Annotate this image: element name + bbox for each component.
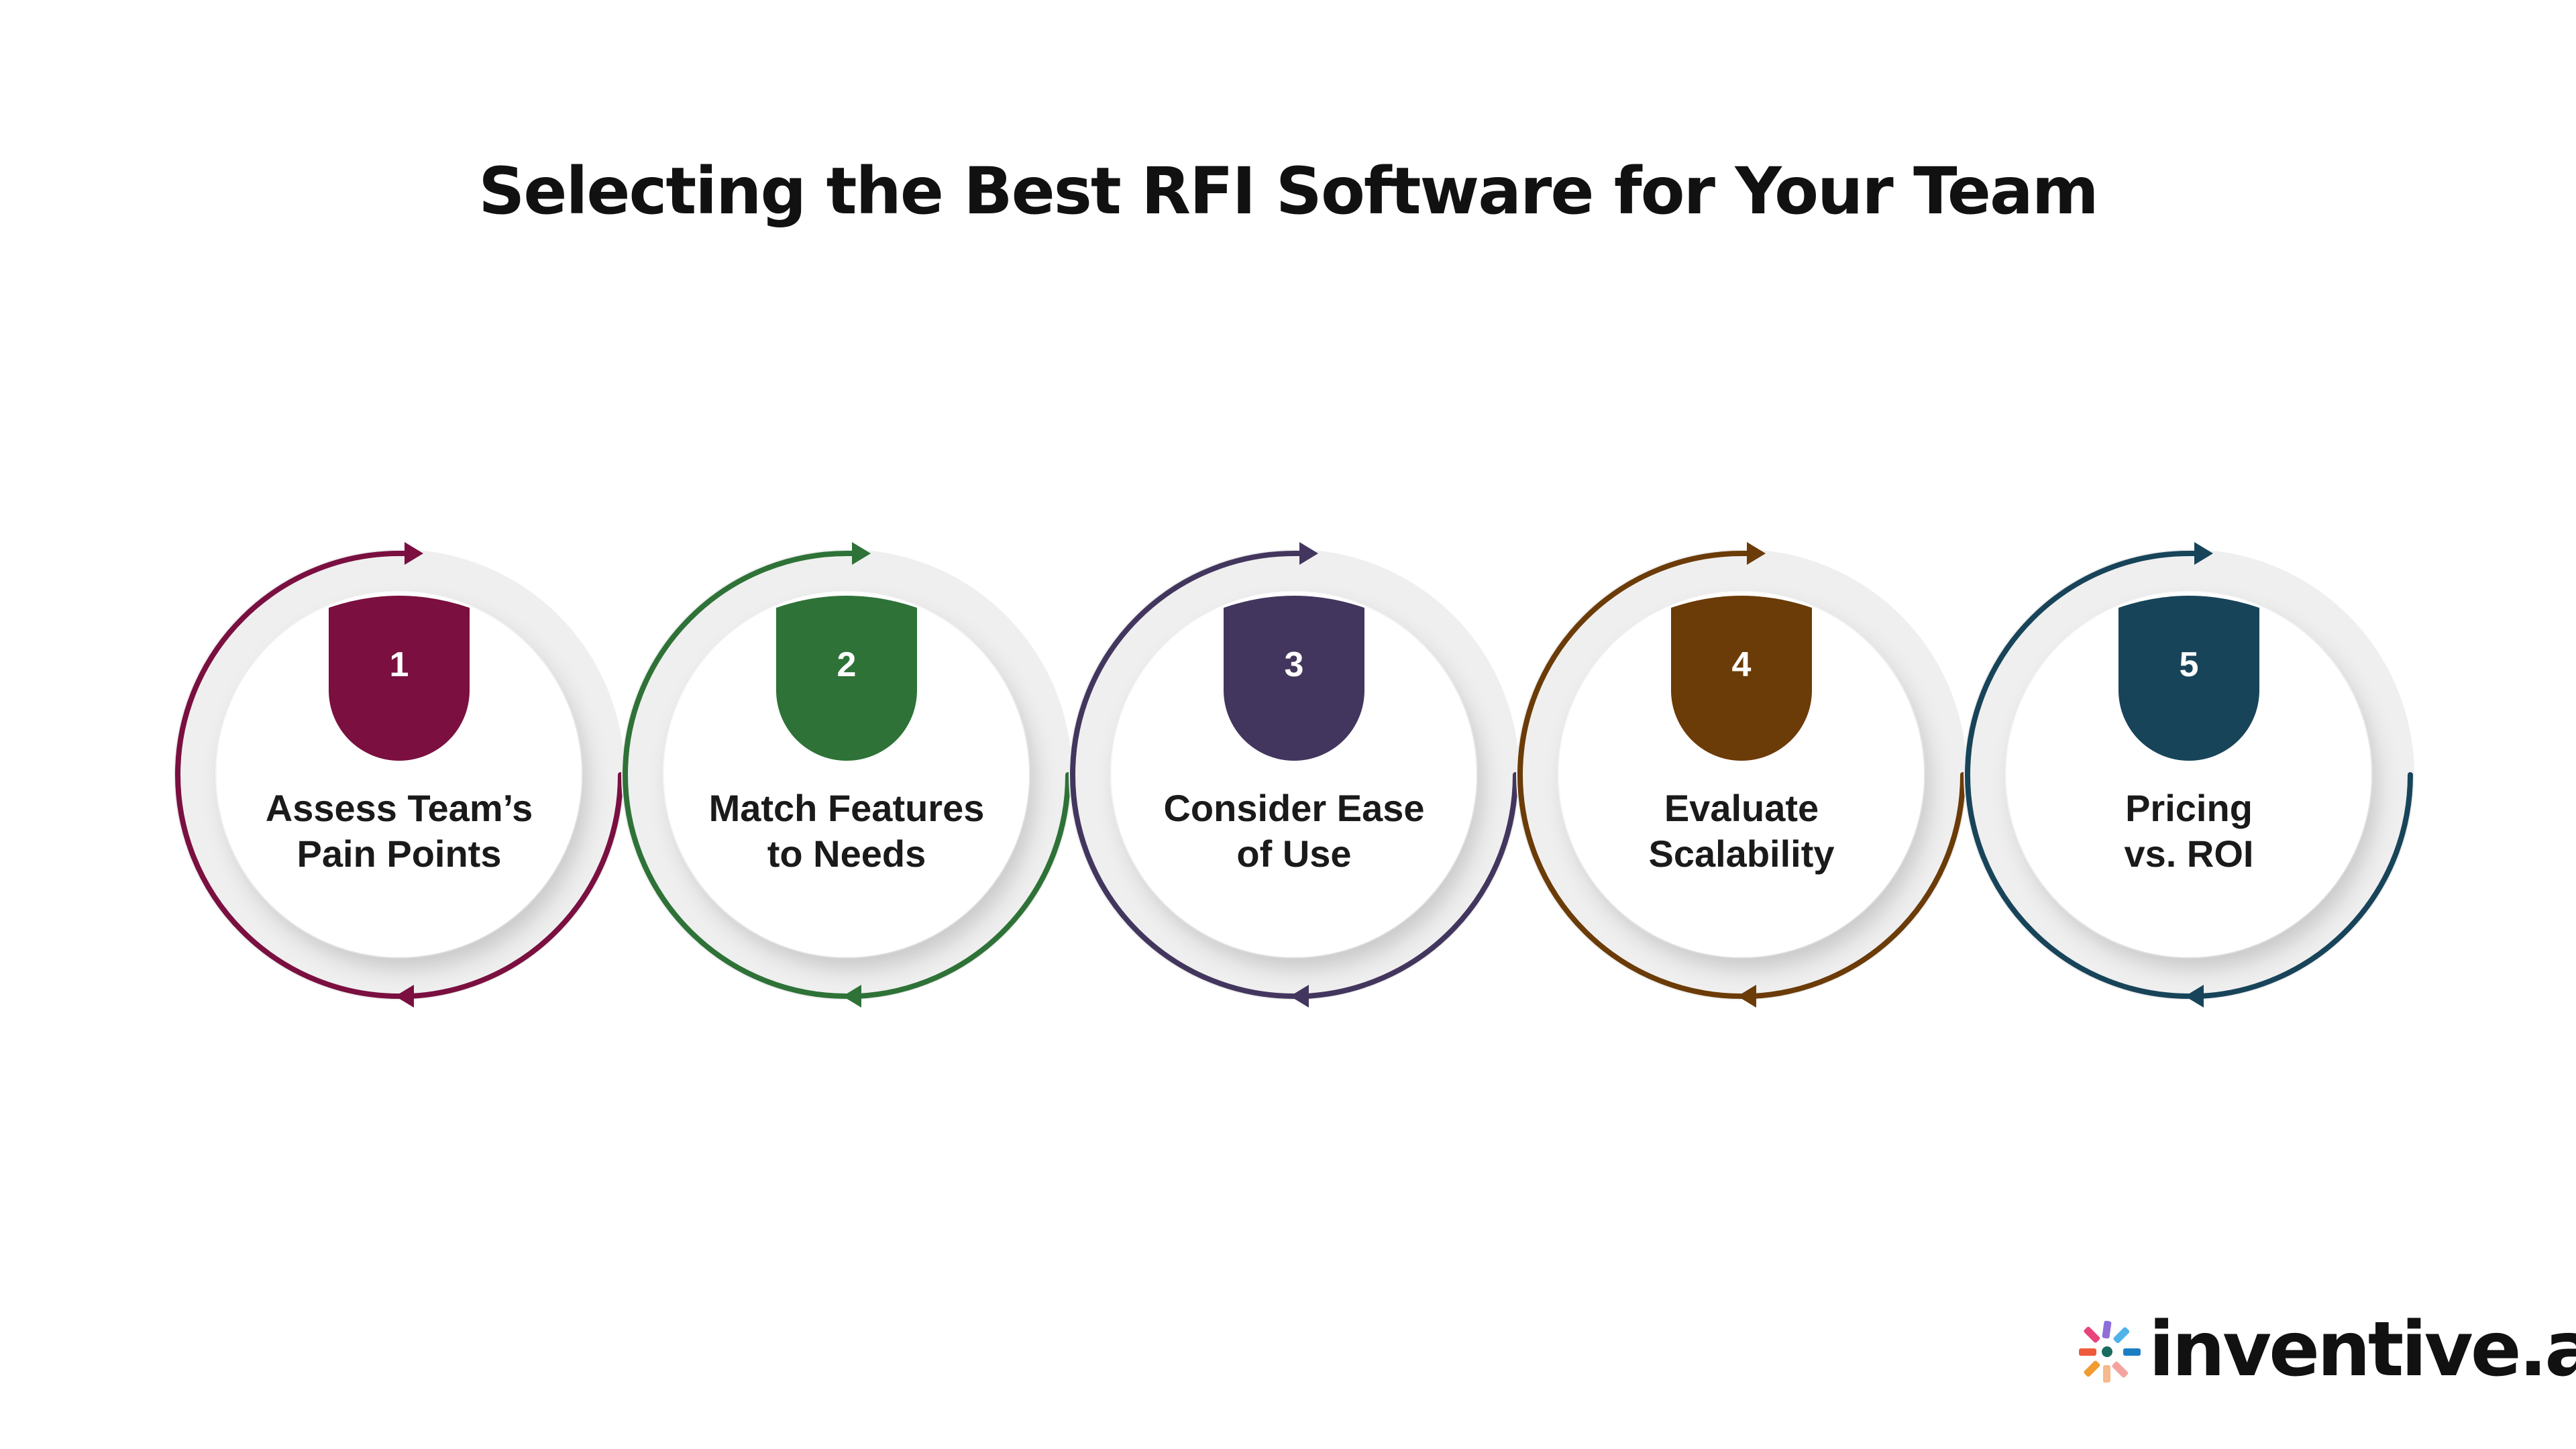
- step-number: 4: [1732, 645, 1752, 684]
- step-label-line2: Pain Points: [297, 833, 502, 875]
- step-number-badge: [2118, 596, 2259, 761]
- step-disc: [1112, 592, 1477, 957]
- step-number: 3: [1285, 645, 1304, 684]
- step-number: 1: [390, 645, 409, 684]
- arrow-left-icon: [1737, 985, 1756, 1008]
- step-arc-left: [623, 551, 849, 999]
- step-arc-left: [1965, 551, 2192, 999]
- step-label-line1: Evaluate: [1664, 787, 1819, 829]
- step-arc-right: [1302, 772, 1519, 999]
- step-disc: [2006, 592, 2371, 957]
- step-number-badge: [776, 596, 917, 761]
- step-arc-right: [1750, 772, 1966, 999]
- step-ring: [1516, 549, 1967, 1000]
- step-label-line2: of Use: [1236, 833, 1351, 875]
- arrow-right-icon: [2194, 542, 2213, 565]
- arrow-left-icon: [395, 985, 414, 1008]
- step-arc-right: [855, 772, 1071, 999]
- step-label-line2: to Needs: [767, 833, 926, 875]
- inventive-logo: inventive.ai: [2076, 1306, 2576, 1393]
- arrow-right-icon: [405, 542, 423, 565]
- step-label-line1: Pricing: [2125, 787, 2253, 829]
- step-ring: [1964, 549, 2414, 1000]
- arrow-left-icon: [2185, 985, 2204, 1008]
- step-number-badge: [1224, 596, 1364, 761]
- step-label-line1: Match Features: [709, 787, 985, 829]
- step-number: 2: [837, 645, 857, 684]
- page-title: Selecting the Best RFI Software for Your…: [478, 154, 2099, 229]
- arrow-right-icon: [852, 542, 871, 565]
- step-ring: [174, 549, 625, 1000]
- step-disc: [217, 592, 582, 957]
- arrow-left-icon: [843, 985, 861, 1008]
- step-number-badge: [329, 596, 470, 761]
- step-disc: [664, 592, 1029, 957]
- step-label-line1: Assess Team’s: [266, 787, 533, 829]
- logo-wordmark: inventive.ai: [2149, 1306, 2576, 1393]
- step-number: 5: [2180, 645, 2199, 684]
- logo-mark-icon: [2079, 1320, 2141, 1383]
- step-label-line2: vs. ROI: [2125, 833, 2254, 875]
- step-arc-right: [407, 772, 624, 999]
- step-ring: [1069, 549, 1519, 1000]
- arrow-right-icon: [1747, 542, 1766, 565]
- step-arc-left: [1517, 551, 1744, 999]
- step-disc: [1559, 592, 1924, 957]
- step-ring: [621, 549, 1072, 1000]
- step-label-line1: Consider Ease: [1163, 787, 1424, 829]
- step-number-badge: [1671, 596, 1812, 761]
- step-label-line2: Scalability: [1648, 833, 1834, 875]
- arrow-right-icon: [1299, 542, 1318, 565]
- step-arc-left: [175, 551, 402, 999]
- step-arc-left: [1070, 551, 1297, 999]
- arrow-left-icon: [1290, 985, 1309, 1008]
- step-arc-right: [2197, 772, 2414, 999]
